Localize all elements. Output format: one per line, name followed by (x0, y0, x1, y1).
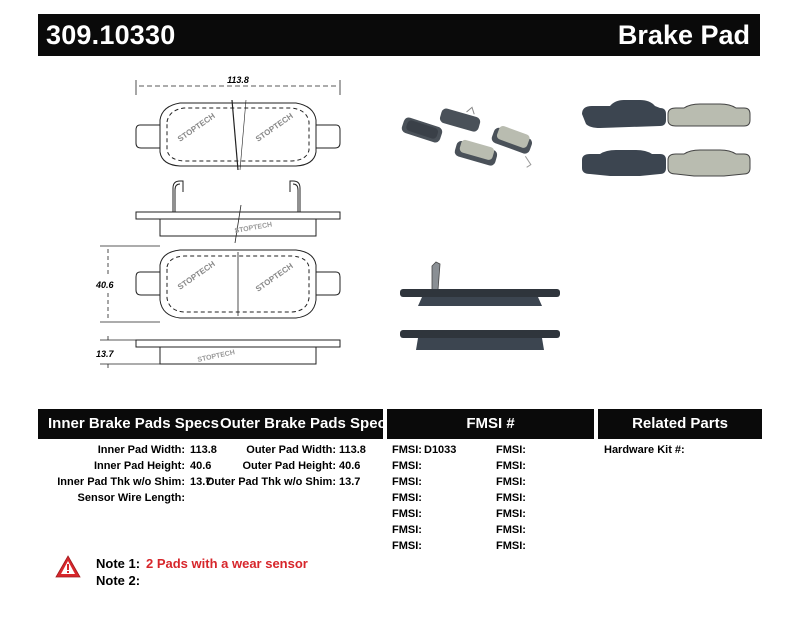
fmsi-row: FMSI: (496, 492, 526, 504)
note-1-value: 2 Pads with a wear sensor (146, 556, 308, 571)
fmsi-row: FMSI: (496, 508, 526, 520)
note-1-label: Note 1: (96, 556, 141, 571)
inner-specs-title: Inner Brake Pads Specs (48, 415, 219, 432)
height-dimension (100, 245, 160, 323)
fmsi-row: FMSI: (392, 524, 422, 536)
outer-spec-row: Outer Pad Width:113.8 (246, 444, 366, 456)
related-title: Related Parts (632, 415, 728, 432)
hardware-kit-row: Hardware Kit #: (604, 444, 685, 456)
fmsi-row: FMSI: (392, 508, 422, 520)
height-label: 40.6 (95, 280, 115, 290)
pad-side-view-bottom (135, 339, 341, 365)
width-dimension (135, 80, 341, 95)
outer-spec-row: Outer Pad Thk w/o Shim:13.7 (205, 476, 361, 488)
fmsi-row: FMSI:D1033 (392, 444, 457, 456)
related-parts-list: Hardware Kit #: (604, 442, 754, 458)
thickness-dimension (100, 336, 160, 368)
thickness-label: 13.7 (96, 349, 115, 359)
product-photo-flat (582, 100, 751, 177)
logo-watermark-side-bottom: STOPTECH (197, 349, 236, 364)
fmsi-list-right: FMSI: FMSI: FMSI: FMSI: FMSI: FMSI: FMSI… (496, 442, 591, 554)
svg-text:STOPTECH: STOPTECH (176, 111, 217, 143)
outer-specs-list: Outer Pad Width:113.8 Outer Pad Height:4… (180, 442, 366, 490)
logo-watermark-side: STOPTECH (234, 221, 273, 234)
pad-side-view-clips (135, 180, 341, 244)
title-bar: 309.10330 Brake Pad (38, 14, 760, 56)
related-header: Related Parts (598, 409, 762, 439)
fmsi-row: FMSI: (496, 444, 526, 456)
fmsi-row: FMSI: (392, 460, 422, 472)
fmsi-row: FMSI: (392, 540, 422, 552)
fmsi-title: FMSI # (466, 415, 515, 432)
logo-watermark-bottom: STOPTECH STOPTECH (176, 259, 295, 293)
outer-specs-title: Outer Brake Pads Specs (220, 415, 395, 432)
svg-text:STOPTECH: STOPTECH (176, 259, 217, 291)
fmsi-row: FMSI: (392, 476, 422, 488)
inner-spec-row: Sensor Wire Length: (77, 492, 185, 504)
specs-header: Inner Brake Pads Specs Outer Brake Pads … (38, 409, 394, 439)
part-number: 309.10330 (46, 20, 176, 50)
inner-spec-row: Inner Pad Width:113.8 (97, 444, 217, 456)
fmsi-row: FMSI: (392, 492, 422, 504)
warning-triangle-icon (55, 555, 81, 578)
product-photo-side (400, 261, 560, 350)
fmsi-list-left: FMSI:D1033 FMSI: FMSI: FMSI: FMSI: FMSI:… (392, 442, 492, 554)
product-type: Brake Pad (617, 20, 750, 50)
fmsi-row: FMSI: (496, 460, 526, 472)
svg-text:STOPTECH: STOPTECH (254, 261, 295, 293)
inner-spec-row: Inner Pad Thk w/o Shim:13.7 (57, 476, 212, 488)
inner-spec-row: Inner Pad Height:40.6 (93, 460, 212, 472)
inner-specs-list: Inner Pad Width:113.8 Inner Pad Height:4… (30, 442, 217, 506)
product-photo-set (401, 106, 533, 168)
fmsi-header: FMSI # (387, 409, 594, 439)
fmsi-row: FMSI: (496, 524, 526, 536)
width-label: 113.8 (227, 75, 249, 85)
fmsi-row: FMSI: (496, 476, 526, 488)
fmsi-row: FMSI: (496, 540, 526, 552)
pad-front-view-top (135, 99, 341, 171)
svg-text:STOPTECH: STOPTECH (254, 111, 295, 143)
outer-spec-row: Outer Pad Height:40.6 (242, 460, 361, 472)
pad-front-view-bottom (135, 249, 341, 319)
note-2-label: Note 2: (96, 573, 141, 588)
pad-drawings: 113.8 STOPTECH STOPTECH STOPTECH 40.6 (95, 75, 751, 368)
